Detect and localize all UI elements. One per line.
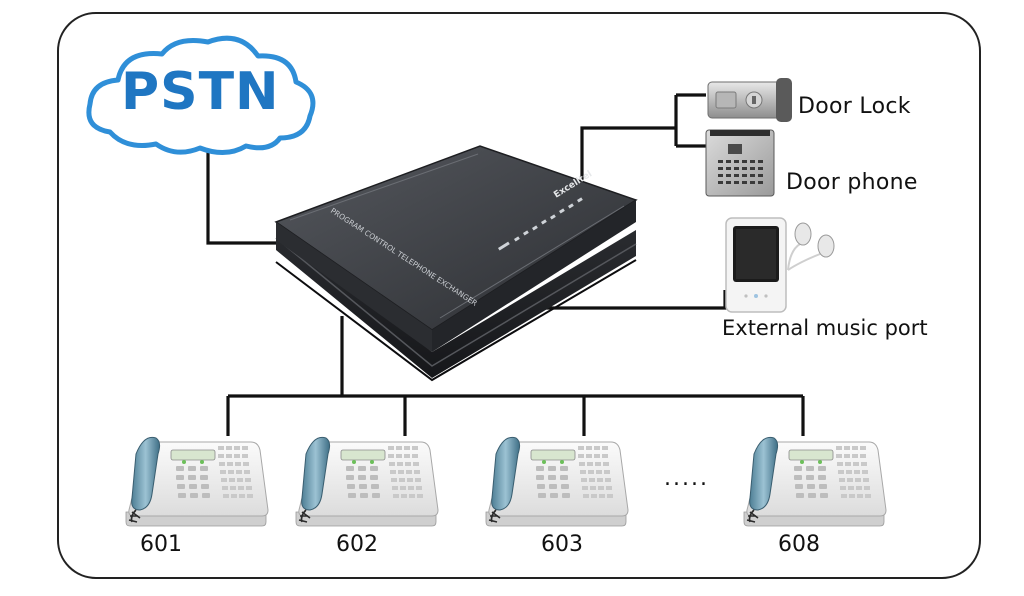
pbx-exchanger-icon xyxy=(274,145,638,382)
pstn-cloud-icon xyxy=(86,35,316,155)
door-phone-icon xyxy=(705,129,775,197)
door-lock-icon xyxy=(707,78,792,122)
pstn-line xyxy=(206,150,278,245)
pstn-label: PSTN xyxy=(121,62,280,122)
desk-phone-icon-603 xyxy=(485,436,629,527)
desk-phone-icon-602 xyxy=(295,436,439,527)
extension-label-608: 608 xyxy=(778,532,820,557)
extension-label-602: 602 xyxy=(336,532,378,557)
music-player-icon xyxy=(725,217,787,313)
connection-lines xyxy=(206,93,805,436)
earphones-icon xyxy=(787,222,835,271)
desk-phone-icon-608 xyxy=(743,436,887,527)
ellipsis-text: ..... xyxy=(664,466,709,491)
desk-phone-icon-601 xyxy=(125,436,269,527)
extension-label-603: 603 xyxy=(541,532,583,557)
extension-drops xyxy=(226,396,805,436)
door-phone-label: Door phone xyxy=(786,170,918,195)
extension-label-601: 601 xyxy=(140,532,182,557)
door-lock-label: Door Lock xyxy=(798,94,911,119)
diagram-frame xyxy=(57,12,981,579)
door-devices-line xyxy=(580,93,706,196)
music-line xyxy=(520,290,727,310)
music-port-label: External music port xyxy=(722,316,928,340)
